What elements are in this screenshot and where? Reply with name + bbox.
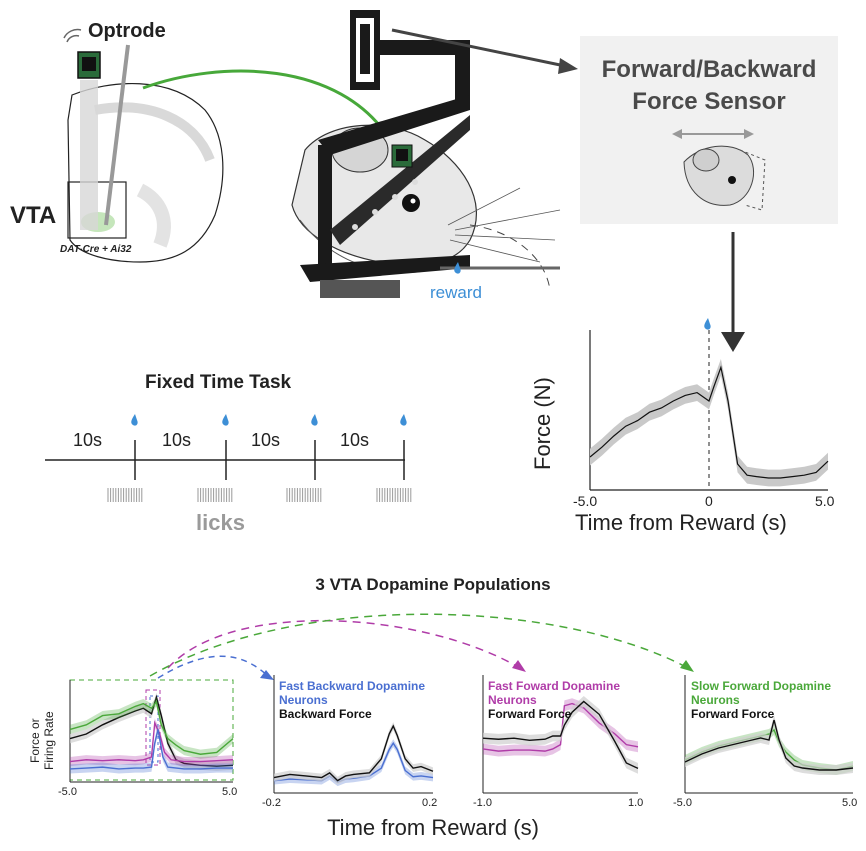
slow-forward-xtick-right: 5.0 xyxy=(842,797,858,809)
overview-zoom-box-green xyxy=(69,679,234,781)
fast_backward-band-1 xyxy=(274,722,433,785)
slow-forward-xtick-left: -5.0 xyxy=(673,797,692,809)
overview-zoom-box-magenta xyxy=(145,689,161,766)
reward-drop-icon xyxy=(704,318,711,330)
force-sem-band xyxy=(590,359,828,487)
fast-forward-plot xyxy=(482,675,639,794)
force-xtick-right: 5.0 xyxy=(815,493,835,509)
slow-forward-title-line2: Neurons xyxy=(691,693,740,707)
overview-band-0 xyxy=(70,692,233,771)
force-main-plot xyxy=(589,318,829,491)
slow-forward-title: Slow Forward Dopamine Neurons Forward Fo… xyxy=(691,679,831,721)
overview-series-line-3 xyxy=(69,729,233,770)
reward-drop-icon xyxy=(222,414,229,426)
sensor-arrow xyxy=(391,28,566,68)
overview-series-line-1 xyxy=(69,700,234,755)
slow_forward-band-1 xyxy=(685,715,853,775)
force-xtick-zero: 0 xyxy=(705,493,713,509)
overview-xtick-left: -5.0 xyxy=(58,786,77,798)
lick-rasters xyxy=(107,488,412,502)
optrode-label: Optrode xyxy=(88,20,166,42)
vta-label: VTA xyxy=(10,202,57,229)
fast-forward-title: Fast Foward Dopamine Neurons Forward For… xyxy=(488,679,620,721)
link-slow-forward xyxy=(149,613,689,677)
mouse-eye xyxy=(402,194,420,212)
reward-drop-icon xyxy=(311,414,318,426)
slow_forward-series-line-1 xyxy=(684,719,854,771)
task-interval-3: 10s xyxy=(251,430,281,450)
reward-label: reward xyxy=(430,283,482,302)
overview-band-1 xyxy=(70,697,233,759)
force-xlabel: Time from Reward (s) xyxy=(575,510,787,535)
task-interval-1: 10s xyxy=(73,430,103,450)
fast-backward-title-line1: Fast Backward Dopamine xyxy=(279,679,426,693)
fast-backward-xtick-right: 0.2 xyxy=(422,797,438,809)
overview-xtick-right: 5.0 xyxy=(222,786,238,798)
populations-title: 3 VTA Dopamine Populations xyxy=(315,575,551,594)
slow-forward-title-line1: Slow Forward Dopamine xyxy=(691,679,832,693)
reward-drop-icon xyxy=(454,262,461,274)
fast-forward-xtick-left: -1.0 xyxy=(473,797,492,809)
fast_backward-series-line-1 xyxy=(273,724,434,782)
force-ylabel: Force (N) xyxy=(530,377,555,470)
fast-backward-title-line2: Neurons xyxy=(279,693,328,707)
task-interval-4: 10s xyxy=(340,430,370,450)
task-interval-2: 10s xyxy=(162,430,192,450)
implant-arrow xyxy=(142,69,392,141)
mouse-line-label: DAT-Cre + Ai32 xyxy=(60,244,132,255)
overview-ylabel: Force or Firing Rate xyxy=(28,711,56,770)
rig-base xyxy=(320,280,400,298)
fast-backward-force-label: Backward Force xyxy=(279,707,372,721)
fast-forward-title-line1: Fast Foward Dopamine xyxy=(488,679,621,693)
licks-label: licks xyxy=(196,510,245,535)
slow-forward-plot xyxy=(684,675,854,794)
fixed-time-task xyxy=(45,414,412,502)
overview-plot xyxy=(69,679,234,783)
fast_forward-series-line-1 xyxy=(482,700,639,770)
head-fixed-rig xyxy=(291,10,561,298)
shared-xlabel: Time from Reward (s) xyxy=(327,815,539,840)
slow_forward-band-0 xyxy=(685,725,853,775)
overview-series-line-2 xyxy=(69,720,234,763)
sensor-title-line1: Forward/Backward xyxy=(601,56,817,83)
overview-zoom-box-blue xyxy=(149,695,159,763)
sensor-title-line2: Force Sensor xyxy=(632,88,786,115)
fast-backward-title: Fast Backward Dopamine Neurons Backward … xyxy=(279,679,425,721)
fast-backward-plot xyxy=(273,675,434,794)
sensor-mouse-icon xyxy=(672,129,766,211)
fast-forward-title-line2: Neurons xyxy=(488,693,537,707)
fast-forward-xtick-right: 1.0 xyxy=(628,797,644,809)
slow-forward-force-label: Forward Force xyxy=(691,707,775,721)
force-mean-line xyxy=(589,365,829,479)
reward-drop-icon xyxy=(400,414,407,426)
fast-backward-xtick-left: -0.2 xyxy=(262,797,281,809)
reward-drop-icon xyxy=(131,414,138,426)
force-xtick-left: -5.0 xyxy=(573,493,598,509)
sensor-title: Forward/Backward Force Sensor xyxy=(580,54,838,118)
optrode-graphic xyxy=(63,28,130,230)
task-title: Fixed Time Task xyxy=(145,372,292,393)
link-fast-backward xyxy=(157,655,269,679)
wireless-icon xyxy=(63,28,82,43)
fast-forward-force-label: Forward Force xyxy=(488,707,572,721)
overview-series-line-0 xyxy=(69,694,234,767)
